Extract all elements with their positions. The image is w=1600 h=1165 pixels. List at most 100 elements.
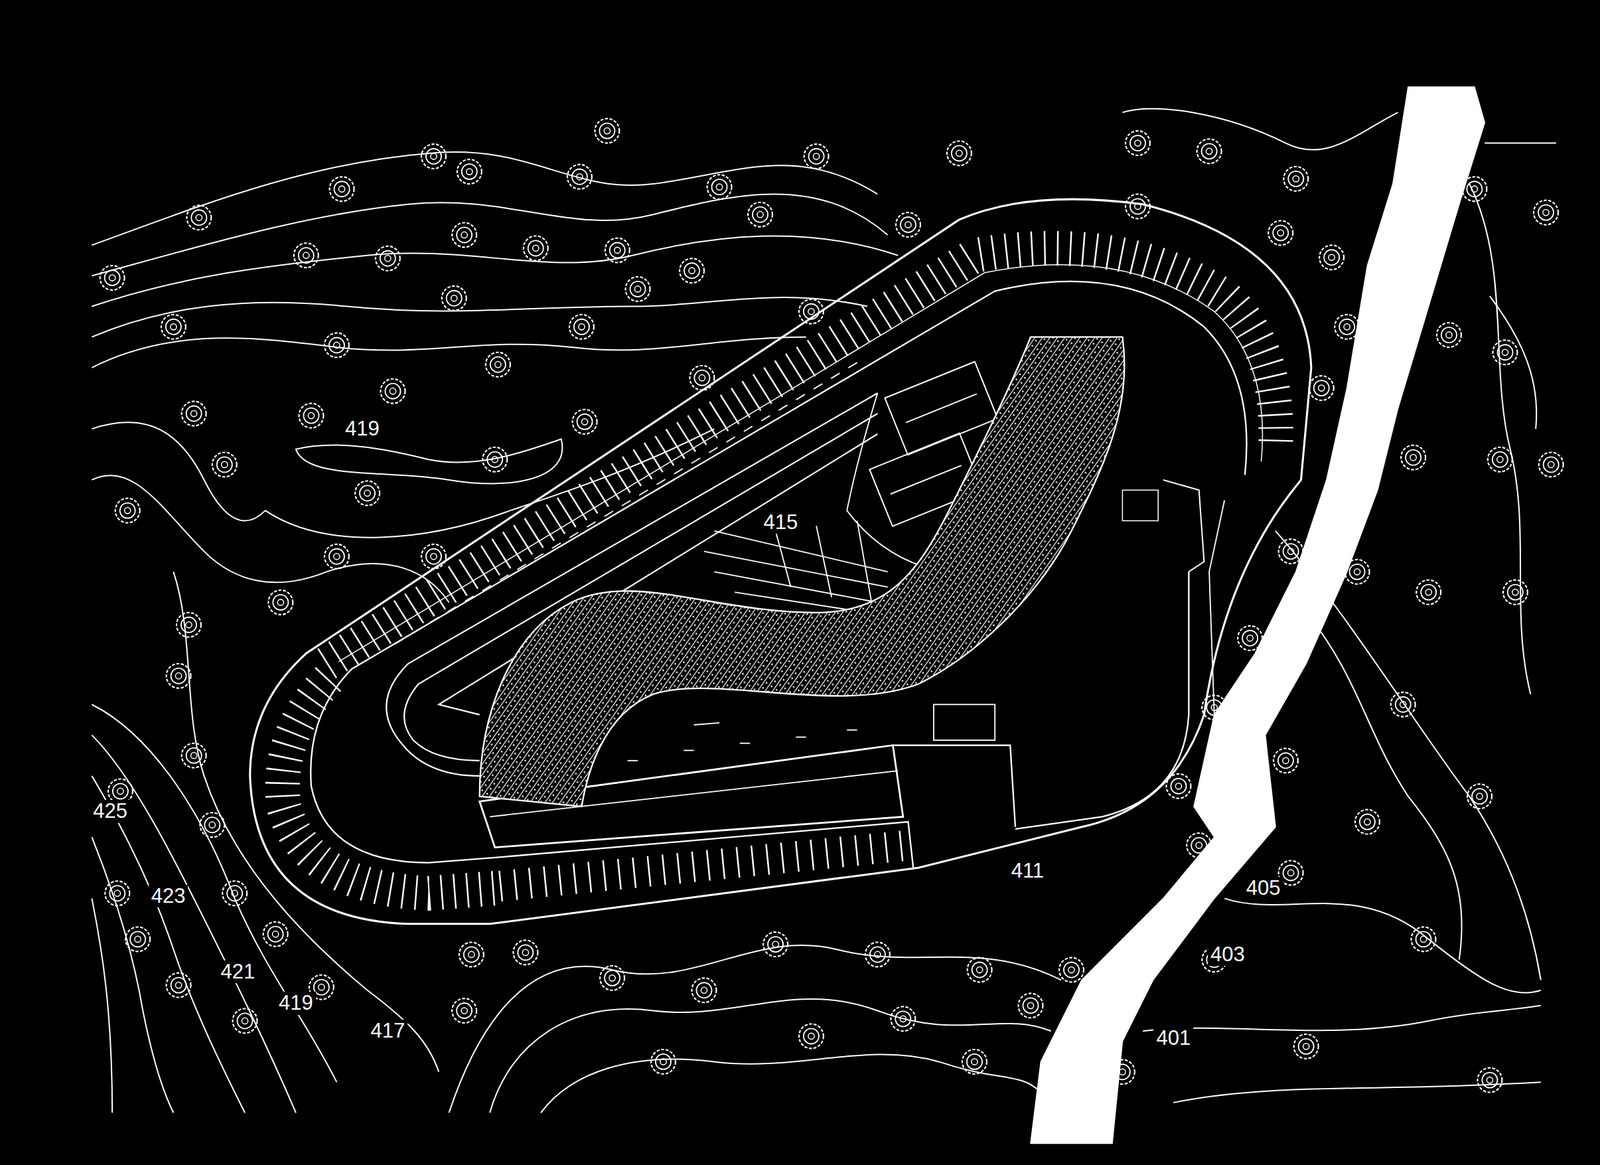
plan-line [962, 1049, 987, 1074]
plan-line [421, 144, 446, 169]
plan-line [1484, 142, 1557, 145]
plan-line [714, 571, 878, 602]
plan-line [679, 258, 705, 283]
plan-line [594, 118, 620, 144]
plan-line [91, 236, 898, 307]
plan-line [946, 140, 972, 166]
plan-line [1538, 451, 1564, 477]
plan-line [933, 704, 995, 740]
elevation-label: 403 [1207, 943, 1248, 966]
plan-line [295, 438, 563, 484]
plan-line [115, 498, 141, 523]
plan-line [1059, 957, 1084, 983]
elevation-label: 425 [90, 799, 131, 823]
plan-line [104, 880, 130, 906]
plan-line [482, 447, 508, 472]
plan-line [451, 222, 477, 247]
contour-lines [91, 108, 1556, 1113]
trees [100, 118, 1564, 1093]
plan-line [441, 286, 467, 311]
plan-line [775, 530, 792, 588]
plan-line [523, 235, 549, 261]
plan-line [627, 759, 638, 762]
plan-line [1493, 339, 1518, 365]
plan-line [181, 401, 207, 427]
plan-line [449, 945, 1062, 1113]
plan-line [100, 265, 125, 291]
plan-line [166, 663, 192, 689]
river [1030, 86, 1485, 1143]
plan-line [495, 821, 914, 868]
plan-line [1309, 375, 1334, 401]
plan-line [1477, 1067, 1502, 1093]
plan-line [1273, 747, 1299, 773]
plan-line [324, 544, 350, 569]
plan-line [1122, 108, 1398, 150]
plan-line [1469, 183, 1531, 695]
plan-line [1461, 176, 1487, 202]
plan-line [1283, 166, 1309, 192]
plan-line [324, 333, 350, 358]
plan-line [299, 403, 324, 429]
plan-line [125, 926, 150, 951]
plan-line [222, 880, 247, 906]
plan-line [567, 164, 592, 190]
plan-line [375, 246, 401, 271]
plan-line [857, 520, 873, 608]
plan-line [1345, 559, 1370, 584]
plan-line [326, 248, 1277, 664]
plan-line [605, 238, 630, 263]
elevation-label: 415 [760, 510, 801, 534]
plan-line [263, 921, 289, 947]
plan-line [293, 242, 319, 268]
elevation-label: 411 [1008, 859, 1047, 882]
plan-line [683, 749, 694, 752]
plan-line [1122, 489, 1159, 521]
elevation-label: 421 [217, 960, 258, 983]
plan-line [212, 451, 237, 477]
plan-line [692, 977, 717, 1003]
plan-line [1533, 200, 1559, 225]
plan-line [91, 734, 296, 1113]
plan-line [338, 264, 1263, 662]
plan-line [329, 176, 355, 202]
plan-line [1436, 322, 1462, 348]
plan-line [707, 174, 732, 200]
plan-line [540, 1054, 1041, 1113]
plan-line [489, 998, 1052, 1113]
plan-line [91, 151, 878, 245]
plan-line [763, 931, 788, 957]
plan-line [689, 365, 715, 391]
plan-line [846, 729, 857, 731]
plan-line [232, 1008, 258, 1033]
plan-line [459, 942, 484, 967]
plan-line [799, 1023, 824, 1049]
plan-line [651, 1049, 676, 1074]
plan-line [1268, 220, 1293, 245]
plan-line [1186, 832, 1212, 858]
elevation-label: 405 [1243, 876, 1284, 900]
plan-line [1400, 445, 1426, 470]
plan-line [1166, 773, 1192, 799]
plan-line [804, 144, 829, 169]
plan-line [1278, 538, 1304, 564]
plan-line [1209, 500, 1225, 715]
plan-line [714, 530, 888, 573]
plan-line [166, 972, 192, 998]
plan-line [1015, 571, 1189, 829]
plan-line [569, 314, 594, 340]
plan-line [1224, 897, 1541, 993]
plan-line [173, 571, 439, 1072]
plan-line [404, 413, 878, 761]
plan-line [1503, 580, 1528, 605]
plan-line [1197, 138, 1222, 164]
plan-line [310, 668, 496, 863]
plan-line [890, 1006, 916, 1031]
plan-line [1142, 1005, 1541, 1031]
plan-line [967, 957, 993, 983]
plan-line [176, 612, 202, 638]
plan-line [1201, 694, 1227, 720]
plan-line [457, 159, 482, 184]
plan-line [890, 465, 962, 494]
